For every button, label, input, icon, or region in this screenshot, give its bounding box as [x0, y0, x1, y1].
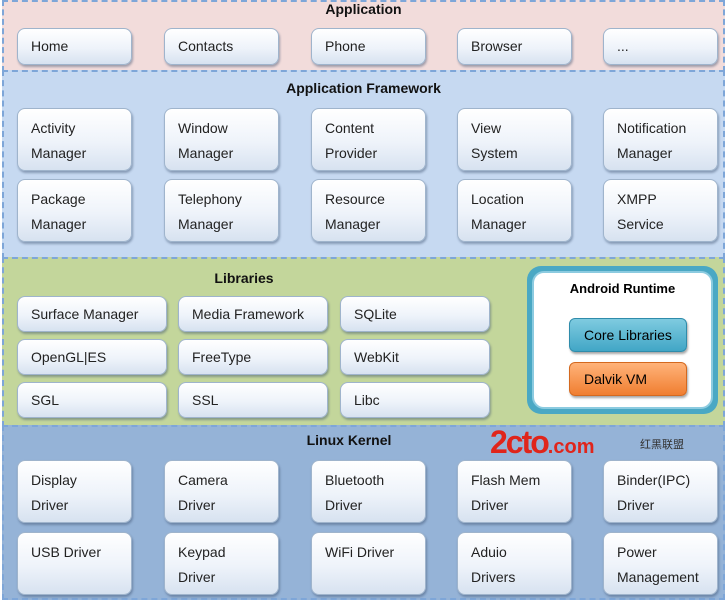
watermark-cn: 红黑联盟: [640, 439, 684, 451]
component-label: Provider: [325, 145, 378, 161]
component-label: Driver: [178, 497, 216, 513]
component-label: Resource: [325, 191, 385, 207]
component-box: ...: [603, 28, 718, 65]
component-label: WiFi Driver: [325, 544, 395, 560]
component-label: Camera: [178, 472, 228, 488]
layer-title: Libraries: [214, 270, 274, 286]
component-label: Content: [325, 120, 375, 136]
component-label: XMPP: [617, 191, 657, 207]
component-box: Browser: [457, 28, 572, 65]
component-label: Display: [31, 472, 77, 488]
component-label: View: [471, 120, 502, 136]
component-label: Activity: [31, 120, 76, 136]
component-box: SGL: [17, 382, 167, 418]
component-label: Driver: [31, 497, 69, 513]
component-label: Location: [471, 191, 524, 207]
component-box: Home: [17, 28, 132, 65]
component-label: Notification: [617, 120, 687, 136]
component-label: USB Driver: [31, 544, 102, 560]
component-label: Drivers: [471, 569, 516, 585]
component-label: Driver: [325, 497, 363, 513]
component-label: Power: [617, 544, 657, 560]
component-box: Phone: [311, 28, 426, 65]
component-label: Driver: [471, 497, 509, 513]
component-label: System: [471, 145, 518, 161]
core-libraries-box: Core Libraries: [569, 318, 687, 352]
layer-title: Application: [325, 1, 402, 17]
component-label: Manager: [617, 145, 673, 161]
component-box: Media Framework: [178, 296, 328, 332]
component-label: Manager: [31, 145, 87, 161]
component-label: Keypad: [178, 544, 226, 560]
component-label: Manager: [325, 216, 381, 232]
component-box: SSL: [178, 382, 328, 418]
dalvik-vm-box: Dalvik VM: [569, 362, 687, 396]
component-box: USB Driver: [17, 532, 132, 595]
component-label: Manager: [178, 216, 234, 232]
runtime-title: Android Runtime: [569, 281, 676, 296]
component-box: SQLite: [340, 296, 490, 332]
layer-title: Linux Kernel: [306, 432, 392, 448]
component-label: Flash Mem: [471, 472, 541, 488]
layer-title: Application Framework: [286, 80, 441, 96]
watermark-logo: 2cto.com: [490, 424, 595, 460]
component-box: WiFi Driver: [311, 532, 426, 595]
component-box: FreeType: [178, 339, 328, 375]
android-runtime-panel: Android Runtime Core Libraries Dalvik VM: [527, 266, 718, 414]
component-box: Binder(IPC) Driver: [603, 460, 718, 523]
component-label: Window: [178, 120, 228, 136]
component-box: Libc: [340, 382, 490, 418]
component-label: Aduio: [471, 544, 507, 560]
component-box: Contacts: [164, 28, 279, 65]
component-label: Binder(IPC): [617, 472, 691, 488]
component-label: Manager: [31, 216, 87, 232]
component-label: Manager: [178, 145, 234, 161]
component-label: Driver: [178, 569, 216, 585]
component-box: OpenGL|ES: [17, 339, 167, 375]
component-label: Bluetooth: [325, 472, 385, 488]
component-label: Driver: [617, 497, 655, 513]
component-label: Package: [31, 191, 86, 207]
component-box: Surface Manager: [17, 296, 167, 332]
component-label: Service: [617, 216, 664, 232]
component-label: Management: [617, 569, 699, 585]
component-label: Manager: [471, 216, 527, 232]
component-label: Telephony: [178, 191, 242, 207]
component-box: XMPP Service: [603, 179, 718, 242]
component-box: WebKit: [340, 339, 490, 375]
